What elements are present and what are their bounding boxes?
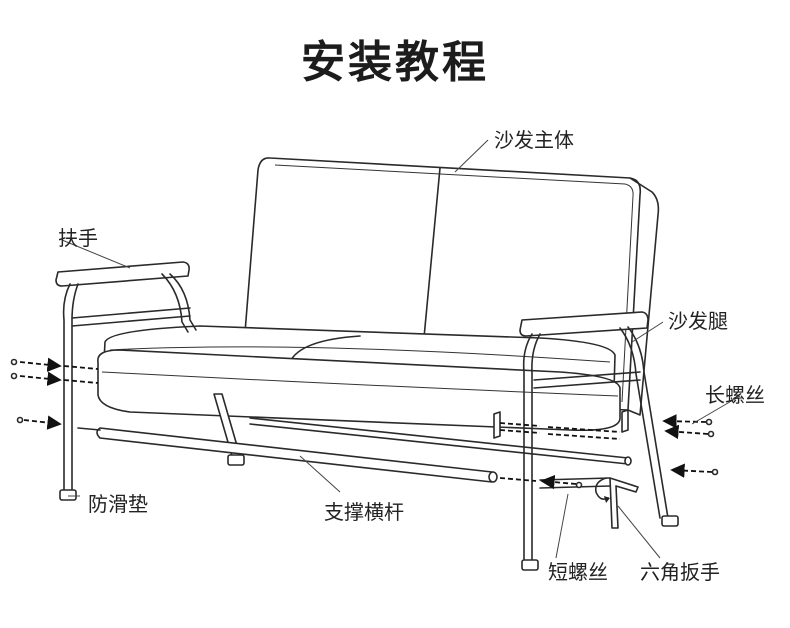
page-title: 安装教程 [301, 37, 489, 88]
label-armrest: 扶手 [58, 226, 98, 250]
label-long-screw: 长螺丝 [705, 383, 765, 407]
right-armrest-frame [519, 311, 679, 571]
label-support-bar: 支撑横杆 [324, 500, 404, 524]
hex-wrench-icon [594, 477, 639, 529]
leader-lines [61, 139, 741, 559]
left-armrest-frame [55, 261, 245, 501]
label-hex-wrench: 六角扳手 [640, 560, 720, 584]
support-bar [77, 417, 632, 483]
right-screws [493, 409, 719, 490]
left-screws [10, 357, 99, 430]
label-anti-slip-pad: 防滑垫 [88, 492, 148, 516]
label-sofa-leg: 沙发腿 [668, 309, 728, 333]
label-sofa-body: 沙发主体 [494, 128, 574, 152]
sofa-seat [97, 325, 621, 432]
label-short-screw: 短螺丝 [548, 560, 608, 584]
